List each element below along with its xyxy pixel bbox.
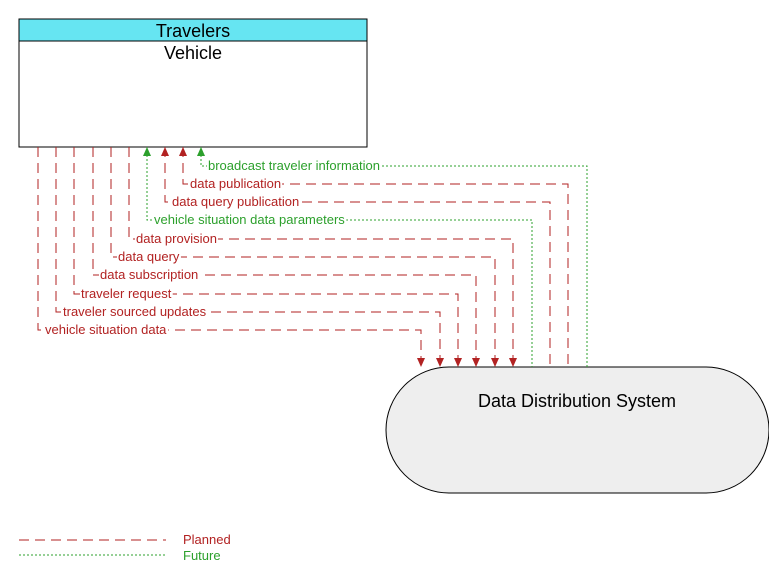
flow-data-query-publication[interactable]: data query publication [161,147,551,367]
arrowhead-up [143,147,151,156]
flow-label-bg [207,158,381,173]
flow-line [73,147,459,367]
flow-line [55,147,441,367]
flow-label-bg [153,212,347,227]
legend: Planned Future [19,532,231,563]
flow-traveler-request[interactable]: traveler request [73,147,462,367]
flow-label: traveler request [81,286,172,301]
flow-label-bg [189,176,283,191]
arrowhead-up [161,147,169,156]
flow-label: data query publication [172,194,299,209]
flow-label-bg [135,231,218,246]
arrowhead-down [436,358,444,367]
flow-label: data subscription [100,267,198,282]
flow-broadcast-traveler-information[interactable]: broadcast traveler information [197,147,588,367]
vehicle-name: Vehicle [164,43,222,63]
flow-line [200,147,588,367]
travelers-vehicle-box[interactable]: Travelers Vehicle [18,18,368,148]
flow-vehicle-situation-data-parameters[interactable]: vehicle situation data parameters [143,147,533,367]
data-distribution-system-box[interactable]: Data Distribution System [385,366,769,494]
arrowhead-down [417,358,425,367]
flow-label: data provision [136,231,217,246]
flow-data-publication[interactable]: data publication [179,147,569,367]
flow-data-query[interactable]: data query [110,147,499,367]
flow-label: data publication [190,176,281,191]
flow-label-bg [117,249,181,264]
flows-group: broadcast traveler information data publi… [37,147,588,367]
flow-label-bg [171,194,301,209]
flow-label: data query [118,249,180,264]
arrowhead-up [179,147,187,156]
legend-future-label: Future [183,548,221,563]
flow-label: vehicle situation data [45,322,167,337]
legend-planned-label: Planned [183,532,231,547]
arrowhead-down [509,358,517,367]
flow-line [182,147,569,367]
flow-data-provision[interactable]: data provision [128,147,517,367]
arrowhead-up [197,147,205,156]
flow-line [164,147,551,367]
arrowhead-down [491,358,499,367]
flow-label-bg [62,304,208,319]
arrowhead-down [472,358,480,367]
arrowhead-down [454,358,462,367]
flow-label: vehicle situation data parameters [154,212,345,227]
flow-line [110,147,496,367]
flow-label-bg [99,267,200,282]
flow-label-bg [44,322,169,337]
flow-label-bg [80,286,173,301]
flow-label: broadcast traveler information [208,158,380,173]
flow-line [92,147,477,367]
travelers-stereotype: Travelers [156,21,230,41]
flow-data-subscription[interactable]: data subscription [92,147,480,367]
flow-vehicle-situation-data[interactable]: vehicle situation data [37,147,425,367]
flow-traveler-sourced-updates[interactable]: traveler sourced updates [55,147,444,367]
flow-label: traveler sourced updates [63,304,207,319]
dds-name: Data Distribution System [478,391,676,411]
travelers-header [18,18,368,42]
flow-line [37,147,422,367]
